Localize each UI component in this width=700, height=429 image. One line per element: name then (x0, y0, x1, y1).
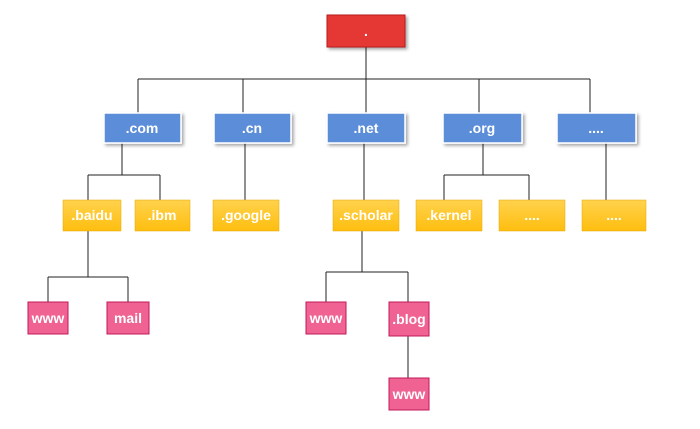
second-label-org-more: .... (524, 207, 540, 223)
tld-label-com: .com (126, 120, 159, 136)
tld-label-org: .org (469, 120, 495, 136)
second-node-scholar: .scholar (332, 199, 400, 232)
second-node-more-more: .... (581, 199, 647, 232)
second-node-kernel: .kernel (415, 199, 483, 232)
second-node-org-more: .... (498, 199, 566, 232)
tld-label-more: .... (588, 120, 604, 136)
second-node-baidu: .baidu (62, 199, 122, 232)
host-node-blog-www: www (388, 377, 430, 411)
host-label-scholar-www: www (309, 310, 343, 326)
second-label-baidu: .baidu (71, 207, 112, 223)
host-label-baidu-mail: mail (114, 310, 142, 326)
root-node: . (326, 14, 406, 48)
tld-node-more: .... (556, 112, 637, 144)
tld-node-com: .com (103, 112, 182, 144)
host-label-blog: .blog (392, 311, 425, 327)
second-node-google: .google (212, 199, 280, 232)
host-node-blog: .blog (388, 301, 430, 337)
tld-node-net: .net (326, 112, 406, 144)
second-label-scholar: .scholar (339, 207, 393, 223)
connector-lines (47, 47, 607, 378)
tld-node-org: .org (442, 112, 523, 144)
host-node-baidu-mail: mail (106, 301, 150, 335)
second-label-ibm: .ibm (148, 207, 177, 223)
host-label-baidu-www: www (31, 310, 65, 326)
tld-node-cn: .cn (213, 112, 292, 144)
host-label-blog-www: www (392, 386, 426, 402)
tld-label-cn: .cn (242, 120, 262, 136)
second-label-google: .google (221, 207, 271, 223)
root-label: . (364, 23, 368, 39)
second-node-ibm: .ibm (134, 199, 191, 232)
host-node-baidu-www: www (27, 301, 69, 335)
tld-label-net: .net (354, 120, 379, 136)
second-label-kernel: .kernel (426, 207, 471, 223)
second-label-more-more: .... (606, 207, 622, 223)
host-node-scholar-www: www (305, 301, 347, 335)
